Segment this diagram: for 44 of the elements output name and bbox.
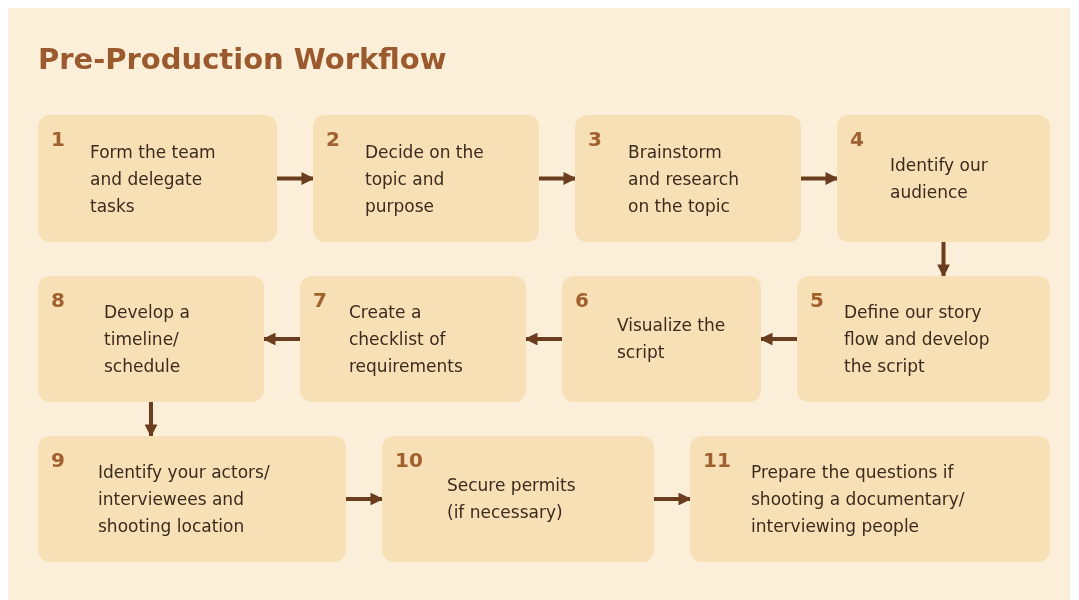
step-text: Develop a timeline/ schedule	[104, 300, 191, 378]
arrow	[524, 332, 562, 346]
step-box	[562, 276, 761, 402]
arrow	[262, 332, 300, 346]
step-text: Brainstorm and research on the topic	[628, 140, 740, 218]
step-number: 3	[588, 127, 602, 151]
arrow	[759, 332, 797, 346]
step-text: Decide on the topic and purpose	[365, 140, 485, 218]
arrow	[937, 242, 950, 278]
step-number: 6	[575, 288, 589, 312]
step-number: 9	[51, 448, 65, 472]
step-number: 5	[810, 288, 824, 312]
arrow	[654, 492, 692, 506]
step-number: 7	[313, 288, 327, 312]
step-box	[38, 276, 264, 402]
step-text: Identify your actors/ interviewees and shooting location	[98, 460, 271, 538]
arrow	[346, 492, 384, 506]
step-number: 1	[51, 127, 65, 151]
step-text: Prepare the questions if shooting a documentary/ interviewing people	[751, 460, 966, 538]
step-number: 8	[51, 288, 65, 312]
step-box	[38, 436, 346, 562]
step-box	[382, 436, 654, 562]
step-text: Form the team and delegate tasks	[90, 140, 217, 217]
arrow	[277, 172, 315, 185]
step-box	[797, 276, 1050, 402]
arrow	[539, 172, 577, 185]
step-text: Secure permits (if necessary)	[447, 474, 577, 524]
step-number: 2	[326, 127, 340, 151]
step-number: 10	[395, 448, 423, 472]
step-text: Identify our audience	[890, 153, 989, 204]
step-number: 4	[850, 127, 864, 151]
step-box	[300, 276, 526, 402]
step-text: Create a checklist of requirements	[349, 300, 464, 378]
diagram-title: Pre-Production Workflow	[38, 42, 447, 76]
arrow	[144, 402, 158, 438]
step-box	[575, 115, 801, 242]
step-text: Visualize the script	[617, 314, 727, 364]
step-box	[837, 115, 1050, 242]
step-number: 11	[703, 448, 731, 472]
arrow	[801, 172, 839, 185]
step-text: Define our story flow and develop the script	[844, 300, 991, 378]
step-box	[690, 436, 1050, 562]
step-box	[313, 115, 539, 242]
step-box	[38, 115, 277, 242]
